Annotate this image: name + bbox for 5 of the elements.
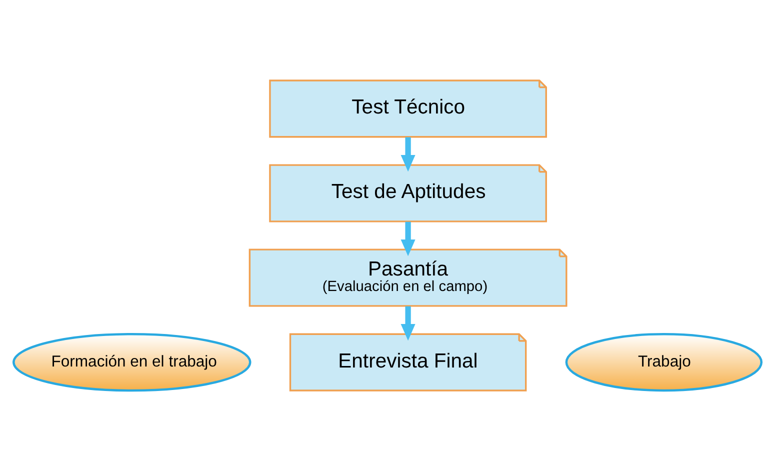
arrow bbox=[400, 137, 416, 172]
node-ellipse: Formación en el trabajo bbox=[12, 333, 252, 392]
node-ellipse: Trabajo bbox=[565, 333, 763, 392]
arrow bbox=[400, 222, 416, 256]
arrow bbox=[400, 306, 416, 341]
